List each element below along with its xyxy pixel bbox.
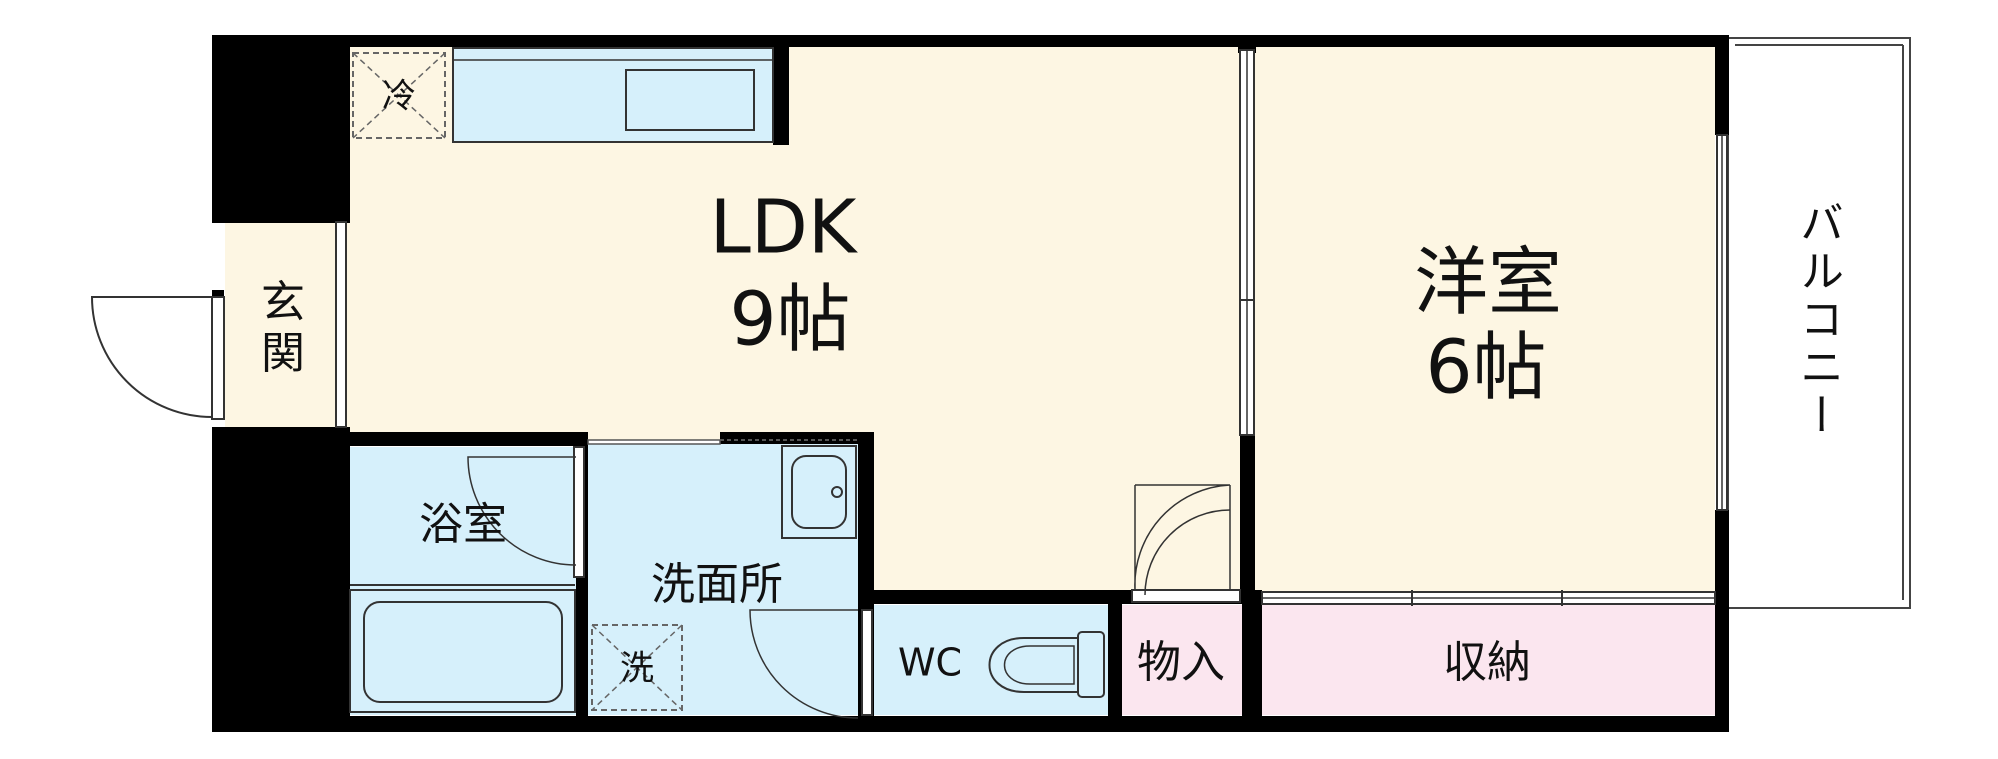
entry-door-leaf: [211, 296, 225, 420]
closet-door-swing-2: [1144, 509, 1231, 596]
closet-door-sash: [1131, 589, 1241, 603]
bathtub-inner: [363, 601, 563, 703]
bathtub: [349, 589, 576, 713]
genkan-floor: [225, 222, 345, 427]
ldk-size: 9帖: [729, 277, 850, 363]
wall-outer-right-top: [1715, 35, 1729, 135]
storage-label: 収納: [1443, 637, 1531, 688]
wall-washroom-top-right: [720, 432, 870, 444]
genkan-threshold: [335, 221, 347, 428]
washroom-opening-sash: [587, 439, 721, 445]
balcony-outline: [1727, 37, 1911, 609]
toilet-seat: [1003, 645, 1075, 685]
fridge-space: [352, 52, 446, 139]
wall-bath-top: [345, 432, 585, 446]
washer-label: 洗: [620, 649, 654, 689]
wall-closet-storage: [1242, 590, 1262, 732]
washer-space: [591, 624, 683, 711]
genkan-label-2: 関: [261, 328, 305, 379]
wall-outer-top: [212, 35, 1729, 47]
wc-label: WC: [898, 641, 962, 685]
closet-floor: [1122, 605, 1242, 715]
ldk-lower-floor: [868, 435, 1240, 593]
wall-ldk-western-right: [1240, 435, 1255, 595]
toilet-bowl: [988, 637, 1079, 693]
wall-outer-left-bottom: [212, 427, 350, 732]
wc-door-leaf: [861, 609, 873, 716]
fridge-diag: [352, 52, 446, 139]
wall-kitchen-partition: [773, 45, 789, 145]
washbasin: [781, 445, 857, 539]
wall-outer-bottom: [212, 716, 1729, 732]
kitchen-counter-outline: [452, 47, 774, 143]
wall-outer-left-top: [212, 35, 350, 223]
washbasin-bowl: [791, 455, 847, 529]
western-room-size: 6帖: [1425, 325, 1546, 411]
kitchen-sink: [625, 69, 755, 131]
bath-label: 浴室: [419, 499, 507, 550]
wc-door-swing: [749, 609, 859, 719]
western-room-label: 洋室: [1414, 240, 1562, 326]
storage-floor: [1262, 605, 1717, 715]
washroom-label: 洗面所: [651, 559, 783, 610]
bath-door: [573, 446, 585, 578]
closet-door-swing: [1134, 484, 1231, 591]
bath-door-swing: [467, 456, 577, 566]
closet-label: 物入: [1137, 637, 1225, 688]
wall-wc-closet: [1108, 590, 1122, 732]
ldk-label: LDK: [710, 185, 859, 271]
washroom-floor: [585, 442, 863, 715]
wall-outer-right-bottom: [1715, 510, 1729, 732]
drain-icon: [831, 486, 843, 498]
washer-diag: [591, 624, 683, 711]
genkan-label-1: 玄: [261, 277, 305, 328]
bath-floor: [350, 447, 582, 715]
fridge-label: 冷: [382, 77, 416, 117]
kitchen-counter: [453, 48, 773, 142]
western-room-floor: [1255, 45, 1715, 593]
balcony-label: バルコニー: [1792, 200, 1843, 440]
entry-door-swing: [90, 296, 213, 418]
